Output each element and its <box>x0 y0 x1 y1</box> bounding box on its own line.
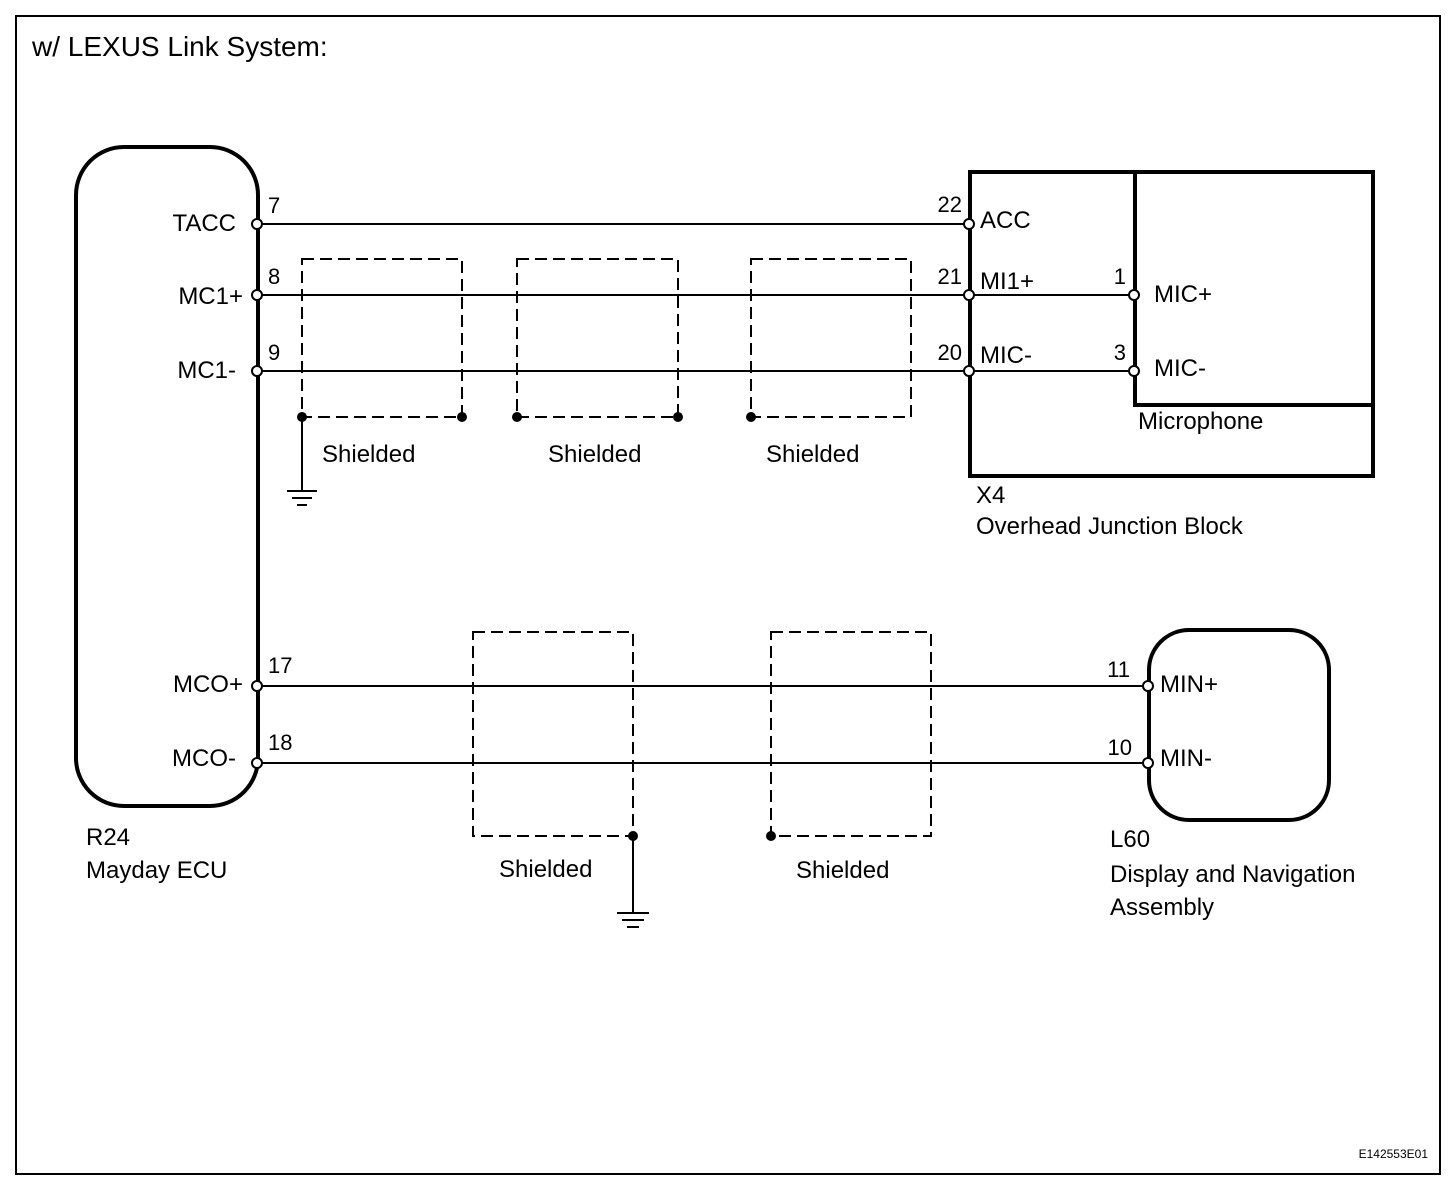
microphone-body <box>1133 172 1373 407</box>
junction-terminal <box>963 289 975 301</box>
shield-box <box>301 258 463 418</box>
ecu-signal-mco-minus: MCO- <box>172 745 236 772</box>
display-nav-body <box>1147 628 1331 822</box>
ecu-pin-number: 7 <box>268 193 280 218</box>
junction-block-name: Overhead Junction Block <box>976 513 1244 540</box>
ecu-signal-mc1-plus: MC1+ <box>178 283 243 310</box>
microphone-label: Microphone <box>1138 408 1263 435</box>
junction-block-body <box>968 170 1375 478</box>
ecu-pin-number: 17 <box>268 653 292 678</box>
display-signal-min-plus: MIN+ <box>1160 671 1218 698</box>
shield-label: Shielded <box>796 857 889 884</box>
shield-junction <box>766 831 776 841</box>
shield-box <box>472 631 634 837</box>
junction-block-code: X4 <box>976 482 1005 509</box>
ecu-terminal <box>251 289 263 301</box>
junction-signal-mic-minus: MIC- <box>980 342 1032 369</box>
junction-terminal <box>963 218 975 230</box>
figure-code: E142553E01 <box>1359 1147 1429 1161</box>
display-signal-min-minus: MIN- <box>1160 745 1212 772</box>
display-nav-code: L60 <box>1110 826 1150 853</box>
diagram-frame <box>15 15 1441 1175</box>
mayday-ecu-body <box>74 145 260 808</box>
display-nav-name-line1: Display and Navigation <box>1110 861 1355 888</box>
microphone-pin-number: 3 <box>1114 340 1126 365</box>
shield-junction <box>746 412 756 422</box>
display-terminal <box>1142 757 1154 769</box>
shield-junction <box>673 412 683 422</box>
junction-pin-number: 20 <box>938 340 962 365</box>
ecu-pin-number: 18 <box>268 730 292 755</box>
display-pin-number: 11 <box>1107 657 1130 682</box>
mayday-ecu-code: R24 <box>86 824 130 851</box>
ecu-terminal <box>251 680 263 692</box>
display-terminal <box>1142 680 1154 692</box>
shield-box <box>770 631 932 837</box>
ecu-terminal <box>251 365 263 377</box>
microphone-pin-number: 1 <box>1114 264 1126 289</box>
microphone-terminal <box>1128 365 1140 377</box>
shield-label: Shielded <box>548 441 641 468</box>
junction-pin-number: 21 <box>938 264 962 289</box>
shield-box <box>750 258 912 418</box>
ecu-terminal <box>251 218 263 230</box>
shield-junction <box>512 412 522 422</box>
diagram-title: w/ LEXUS Link System: <box>31 31 328 62</box>
junction-signal-mi1-plus: MI1+ <box>980 268 1034 295</box>
ecu-signal-mc1-minus: MC1- <box>177 357 236 384</box>
junction-signal-acc: ACC <box>980 207 1031 234</box>
shield-label: Shielded <box>499 856 592 883</box>
shield-box <box>516 258 679 418</box>
shield-junction <box>457 412 467 422</box>
microphone-signal-mic-minus: MIC- <box>1154 355 1206 382</box>
display-pin-number: 10 <box>1108 735 1132 760</box>
display-nav-name-line2: Assembly <box>1110 894 1214 921</box>
mayday-ecu-name: Mayday ECU <box>86 857 227 884</box>
junction-pin-number: 22 <box>938 192 962 217</box>
junction-terminal <box>963 365 975 377</box>
shield-label: Shielded <box>766 441 859 468</box>
ecu-pin-number: 9 <box>268 340 280 365</box>
microphone-signal-mic-plus: MIC+ <box>1154 281 1212 308</box>
ecu-signal-tacc: TACC <box>172 210 236 237</box>
ecu-pin-number: 8 <box>268 264 280 289</box>
microphone-terminal <box>1128 289 1140 301</box>
ecu-terminal <box>251 757 263 769</box>
ground-symbol-lower <box>617 912 649 928</box>
shield-label: Shielded <box>322 441 415 468</box>
ecu-signal-mco-plus: MCO+ <box>173 671 243 698</box>
ground-symbol-upper <box>287 490 317 506</box>
